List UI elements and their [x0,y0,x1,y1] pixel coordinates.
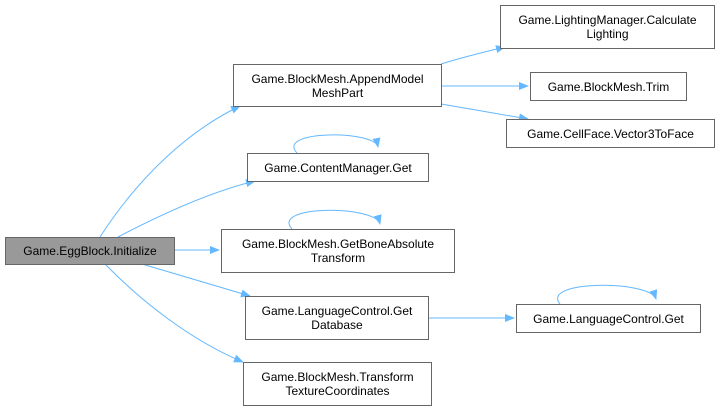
node-egg-block-initialize[interactable]: Game.EggBlock.Initialize [5,237,175,265]
node-language-control-get[interactable]: Game.LanguageControl.Get [516,304,701,333]
node-cell-face-vector3-to-face[interactable]: Game.CellFace.Vector3ToFace [506,119,715,148]
edge-bone-self [288,209,382,230]
node-lighting-manager-calculate-lighting[interactable]: Game.LightingManager.Calculate Lighting [500,5,715,49]
node-get-bone-absolute-transform[interactable]: Game.BlockMesh.GetBoneAbsolute Transform [221,229,455,273]
node-language-control-get-database[interactable]: Game.LanguageControl.Get Database [245,296,429,340]
edge-content-self [293,134,381,154]
edge-root-content [117,179,256,238]
edge-root-langdb [141,263,251,298]
edge-root-append [99,105,241,238]
node-append-model-mesh-part[interactable]: Game.BlockMesh.AppendModel MeshPart [233,64,442,107]
edge-append-cellface [440,103,529,122]
edge-root-transform [104,263,244,363]
node-content-manager-get[interactable]: Game.ContentManager.Get [247,153,429,182]
node-transform-texture-coordinates[interactable]: Game.BlockMesh.Transform TextureCoordina… [243,362,432,406]
edge-append-lighting [440,45,506,65]
node-block-mesh-trim[interactable]: Game.BlockMesh.Trim [530,72,687,101]
edge-langget-self [557,284,658,305]
